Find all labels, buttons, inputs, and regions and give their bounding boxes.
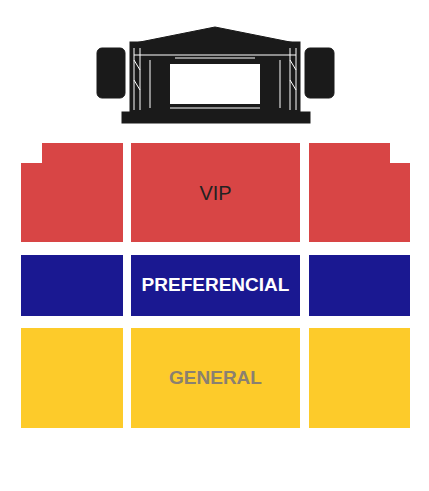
side-sections — [21, 143, 410, 428]
vip-section: VIP — [131, 143, 300, 242]
section-label: GENERAL — [169, 367, 262, 390]
preferencial-right-block — [309, 255, 410, 316]
vip-right-block — [309, 143, 410, 242]
section-label: PREFERENCIAL — [142, 274, 290, 297]
speaker-right — [305, 48, 334, 98]
preferencial-left-block — [21, 255, 123, 316]
general-right-block — [309, 328, 410, 428]
truss-lines — [134, 48, 296, 110]
stage-frame — [130, 42, 300, 114]
speaker-left — [97, 48, 125, 98]
stage-base — [122, 112, 310, 123]
stage-roof — [130, 27, 300, 44]
stage-opening — [170, 64, 260, 104]
preferencial-section: PREFERENCIAL — [131, 255, 300, 316]
stage-illustration — [97, 27, 334, 123]
general-section: GENERAL — [131, 328, 300, 428]
general-left-block — [21, 328, 123, 428]
vip-left-block — [21, 143, 123, 242]
section-label: VIP — [199, 181, 231, 205]
